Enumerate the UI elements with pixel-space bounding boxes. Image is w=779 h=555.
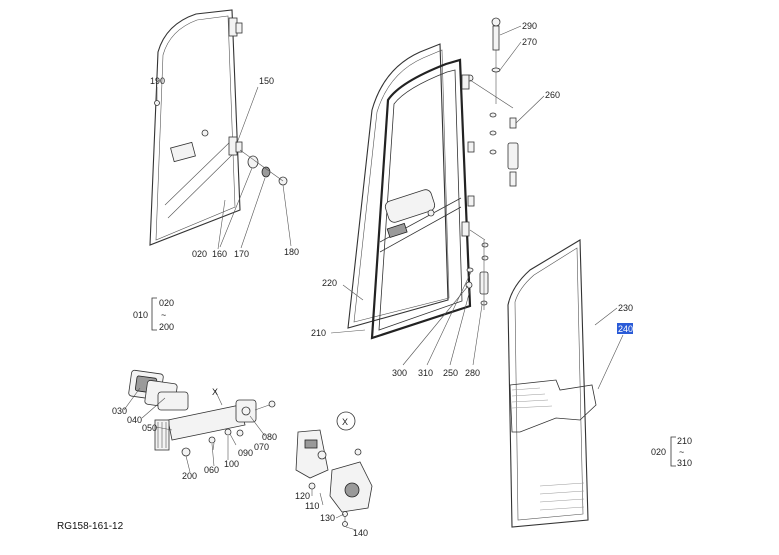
part-label-020[interactable]: 020 — [192, 249, 207, 259]
lock-body — [295, 429, 373, 527]
view-marker-x: X — [342, 417, 348, 427]
range-to: 310 — [677, 458, 692, 468]
part-label-110[interactable]: 110 — [305, 501, 319, 511]
part-label-250[interactable]: 250 — [443, 368, 458, 378]
range-bracket-010: 010 020 ~ 200 — [133, 297, 174, 332]
view-marker-x-circle: X — [336, 411, 356, 431]
part-label-270[interactable]: 270 — [522, 37, 537, 47]
part-label-090[interactable]: 090 — [238, 448, 253, 458]
part-label-290[interactable]: 290 — [522, 21, 537, 31]
range-from: 020 — [159, 298, 174, 308]
part-label-190[interactable]: 190 — [150, 76, 165, 86]
part-label-130[interactable]: 130 — [320, 513, 335, 523]
part-label-180[interactable]: 180 — [284, 247, 299, 257]
range-tilde: ~ — [161, 310, 166, 320]
door-frame — [347, 43, 514, 340]
part-label-240[interactable]: 240 — [618, 324, 633, 334]
part-label-140[interactable]: 140 — [353, 528, 368, 538]
part-labels: 290 270 190 150 260 020 160 170 180 220 … — [112, 21, 633, 538]
range-bracket-020: 020 210 ~ 310 — [651, 436, 692, 468]
part-label-070[interactable]: 070 — [254, 442, 269, 452]
range-from: 210 — [677, 436, 692, 446]
part-label-280[interactable]: 280 — [465, 368, 480, 378]
part-label-160[interactable]: 160 — [212, 249, 227, 259]
right-glass-panel — [507, 239, 597, 528]
range-tilde: ~ — [679, 447, 684, 457]
part-label-080[interactable]: 080 — [262, 432, 277, 442]
part-label-240-highlight — [617, 323, 633, 334]
part-label-170[interactable]: 170 — [234, 249, 249, 259]
view-marker-x-label: X — [212, 387, 218, 397]
part-label-060[interactable]: 060 — [204, 465, 219, 475]
part-label-150[interactable]: 150 — [259, 76, 274, 86]
left-glass-panel — [149, 9, 243, 246]
diagram-reference-code: RG158-161-12 — [57, 521, 124, 532]
hinge-hardware — [465, 17, 519, 310]
part-label-200[interactable]: 200 — [182, 471, 197, 481]
part-label-260[interactable]: 260 — [545, 90, 560, 100]
part-label-050[interactable]: 050 — [142, 423, 157, 433]
part-label-210[interactable]: 210 — [311, 328, 326, 338]
range-to: 200 — [159, 322, 174, 332]
leader-lines — [123, 25, 624, 531]
latch-assembly — [128, 369, 276, 457]
range-parent-010: 010 — [133, 310, 148, 320]
part-label-230[interactable]: 230 — [618, 303, 633, 313]
part-label-030[interactable]: 030 — [112, 406, 127, 416]
part-label-220[interactable]: 220 — [322, 278, 337, 288]
part-label-300[interactable]: 300 — [392, 368, 407, 378]
part-label-040[interactable]: 040 — [127, 415, 142, 425]
part-label-100[interactable]: 100 — [224, 459, 239, 469]
part-label-120[interactable]: 120 — [295, 491, 310, 501]
part-label-310[interactable]: 310 — [418, 368, 433, 378]
range-parent-020: 020 — [651, 447, 666, 457]
